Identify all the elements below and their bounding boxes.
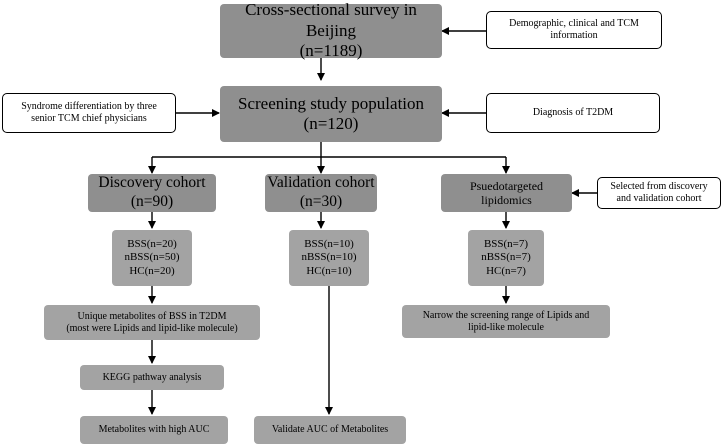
survey-box: Cross-sectional survey in Beijing (n=118… [220, 0, 442, 61]
narrow-range-box: Narrow the screening range of Lipids and… [402, 305, 610, 338]
unique-metabolites-box: Unique metabolites of BSS in T2DM (most … [44, 305, 260, 340]
screening-title: Screening study population [237, 93, 425, 113]
discovery-cohort-box: Discovery cohort (n=90) [88, 174, 216, 212]
kegg-box: KEGG pathway analysis [80, 365, 224, 390]
syndrome-note: Syndrome differentiation by three senior… [2, 93, 176, 133]
screening-box: Screening study population (n=120) [220, 86, 442, 142]
demographic-note: Demographic, clinical and TCM informatio… [486, 11, 662, 49]
screening-count: (n=120) [303, 114, 359, 133]
validation-groups-box: BSS(n=10) nBSS(n=10) HC(n=10) [289, 230, 369, 286]
validation-cohort-box: Validation cohort (n=30) [265, 174, 377, 212]
survey-count: (n=1189) [299, 41, 363, 61]
pseudo-groups-box: BSS(n=7) nBSS(n=7) HC(n=7) [468, 230, 544, 286]
selected-note: Selected from discovery and validation c… [597, 177, 721, 209]
high-auc-box: Metabolites with high AUC [80, 416, 228, 444]
discovery-groups-box: BSS(n=20) nBSS(n=50) HC(n=20) [112, 230, 192, 286]
diagnosis-note: Diagnosis of T2DM [486, 93, 660, 133]
pseudotargeted-box: Psuedotargeted lipidomics [441, 174, 572, 212]
validate-auc-box: Validate AUC of Metabolites [254, 416, 406, 444]
survey-title: Cross-sectional survey in Beijing [245, 0, 417, 40]
